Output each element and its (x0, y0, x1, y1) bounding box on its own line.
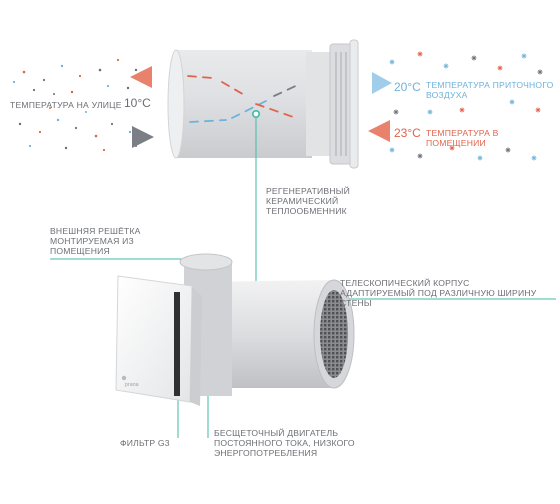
supply-temperature-label: ТЕМПЕРАТУРА ПРИТОЧНОГО ВОЗДУХА (426, 80, 554, 100)
arrow-supply-icon (372, 72, 392, 94)
callout-filter: ФИЛЬТР G3 (120, 438, 170, 448)
ventilator-product (115, 253, 355, 406)
callout-telescopic-body: ТЕЛЕСКОПИЧЕСКИЙ КОРПУС АДАПТИРУЕМЫЙ ПОД … (340, 278, 537, 308)
indoor-temperature-label: ТЕМПЕРАТУРА В ПОМЕЩЕНИИ (426, 128, 499, 148)
arrow-outdoor-out-icon (132, 126, 154, 148)
arrow-indoor-icon (368, 120, 390, 142)
arrow-outdoor-in-icon (130, 66, 152, 88)
callout-outer-grille: ВНЕШНЯЯ РЕШЁТКА МОНТИРУЕМАЯ ИЗ ПОМЕЩЕНИЯ (50, 226, 141, 256)
supply-temperature-value: 20°C (394, 80, 421, 94)
outdoor-temperature-label: ТЕМПЕРАТУРА НА УЛИЦЕ (10, 100, 122, 110)
top-ventilator-unit (167, 39, 359, 169)
brand-logo: prana (125, 382, 139, 388)
callout-heat-exchanger: РЕГЕНЕРАТИВНЫЙ КЕРАМИЧЕСКИЙ ТЕПЛООБМЕННИ… (266, 186, 350, 216)
indoor-temperature-value: 23°C (394, 126, 421, 140)
outdoor-temperature-value: 10°C (124, 96, 151, 110)
callout-motor: БЕСЩЕТОЧНЫЙ ДВИГАТЕЛЬ ПОСТОЯННОГО ТОКА, … (214, 428, 355, 458)
